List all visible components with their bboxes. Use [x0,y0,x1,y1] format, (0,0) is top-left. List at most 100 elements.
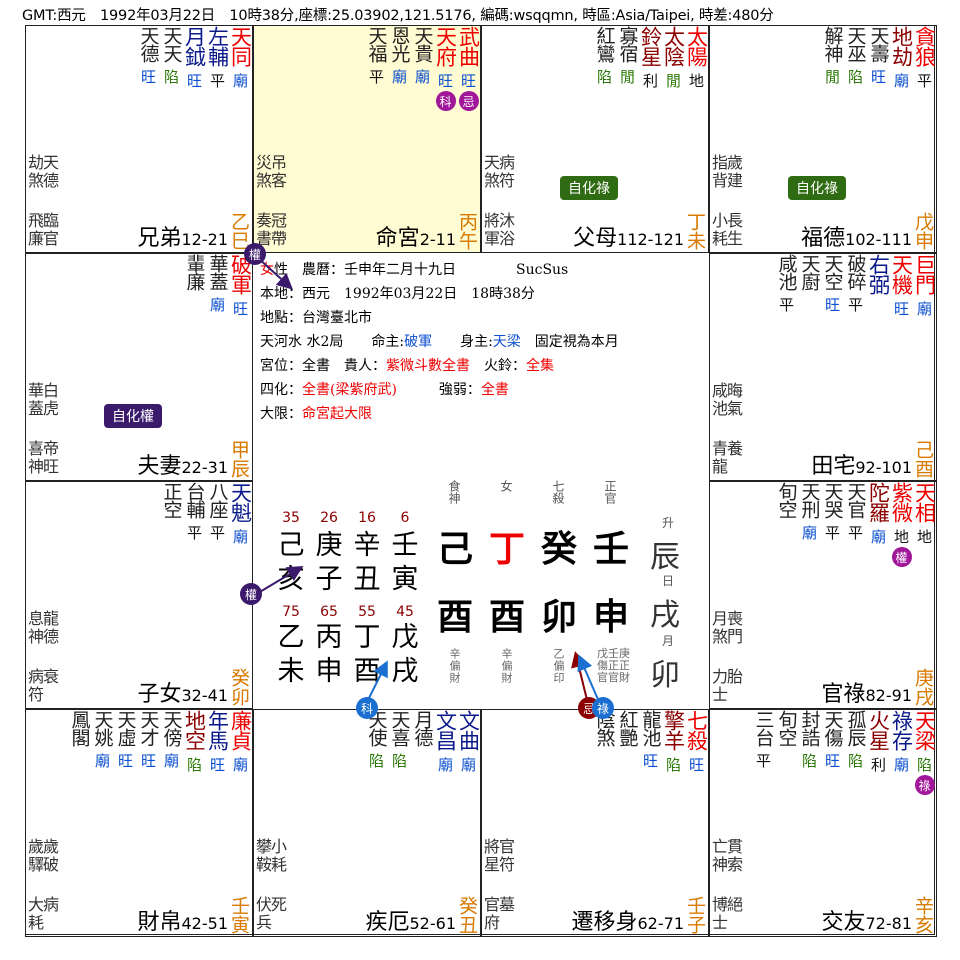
star: 左輔平 [206,26,230,252]
info-line: 宮位：全書 貴人：紫微斗數全書 火鈴：全集 [260,358,554,374]
star-name: 廉貞 [228,710,253,750]
star-name: 天相 [912,482,937,522]
star-name: 文昌 [433,710,458,750]
hidden-stem: 財 [448,672,461,683]
hidden-stem: 偏 [448,660,461,671]
hidden-stem: 偏 [552,660,565,671]
star: 孤辰陷 [844,710,867,936]
star: 天德旺 [137,26,160,252]
star-name: 文曲 [456,710,481,750]
star-brightness: 陷 [596,68,612,86]
dayun-branch: 亥 [277,564,305,595]
star-brightness: 平 [847,296,863,314]
star: 文曲廟 [456,710,481,936]
star-brightness: 廟 [209,296,225,314]
star-brightness: 廟 [391,68,407,86]
star-name: 天德 [137,26,160,62]
star-name: 天空 [821,254,844,290]
pillar-stem: 丁 [489,529,526,570]
star-brightness: 地 [688,72,704,90]
star-brightness: 廟 [460,756,476,774]
star-brightness: 廟 [232,756,248,774]
sihua-badge: 科 [435,91,456,111]
star-name: 祿存 [889,710,914,750]
star-brightness: 平 [368,68,384,86]
star-name: 解神 [821,26,844,62]
star: 咸池平 [775,254,798,480]
star-brightness: 廟 [916,300,932,318]
star: 紅艷 [616,710,639,936]
hidden-stem: 乙 [552,648,565,659]
hidden-stem: 傷正正 [597,659,630,672]
star: 旬空 [775,710,798,936]
ten-god: 七殺 [551,480,565,504]
palace-name: 財帛42-51 [137,910,228,935]
star-brightness: 旺 [186,72,202,90]
star: 擎羊陷 [662,710,686,936]
star-name: 寡宿 [616,26,639,62]
palace-ganzhi: 己酉 [912,440,934,478]
star-name: 天廚 [798,254,821,290]
star-brightness: 陷 [916,756,932,774]
palace-stars: 貪狼平地劫廟天壽旺天巫陷解神閒 [821,26,937,252]
star-brightness: 平 [824,524,840,542]
star: 天巫陷 [844,26,867,252]
star: 七殺旺 [685,710,709,936]
ke-marker: 科 [356,697,378,719]
star-brightness: 旺 [140,752,156,770]
star-name: 天才 [137,710,160,746]
star-name: 龍池 [639,710,662,746]
star: 天壽旺 [867,26,890,252]
star-name: 天刑 [798,482,821,518]
star-brightness: 旺 [209,756,225,774]
star: 旬空 [775,482,798,708]
palace-name: 子女32-41 [137,682,228,707]
star: 天廚 [798,254,821,480]
palace-ganzhi: 甲辰 [228,440,250,478]
star: 火星利 [866,710,891,936]
star-name: 火星 [866,710,891,750]
dayun-stem: 己 [277,530,305,561]
star-name: 恩光 [388,26,411,62]
star: 天才旺 [137,710,160,936]
star-brightness: 平 [778,296,794,314]
star: 天天陷 [160,26,183,252]
dayun-stem: 戊 [391,622,419,653]
star: 輩廉 [183,254,206,480]
info-line: 四化：全書(梁紫府武) 強弱：全書 [260,382,509,398]
star: 年馬旺 [206,710,230,936]
star-name: 地劫 [889,26,914,66]
hidden-stem: 官官財 [597,671,630,684]
star-brightness: 利 [870,756,886,774]
star-name: 天官 [844,482,867,518]
hidden-stem: 偏 [500,660,513,671]
star: 八座平 [206,482,229,708]
dayun-stem: 丙 [315,622,343,653]
palace-ganzhi: 戊申 [912,212,934,250]
star-brightness: 陷 [801,752,817,770]
star-name: 月德 [411,710,434,746]
minor-stars: 攀小鞍耗 [256,837,287,874]
palace-name: 父母112-121 [573,226,684,251]
palace-ganzhi: 壬子 [684,896,706,934]
boshi-stars: 飛臨廉官 [28,211,59,248]
dayun-stem: 庚 [315,530,343,561]
star-brightness: 廟 [893,72,909,90]
star-name: 武曲 [456,26,481,66]
dayun-age: 45 [396,604,414,620]
dayun-branch: 酉 [353,656,381,687]
pillar-branch: 酉 [437,597,474,638]
palace-ganzhi: 庚戌 [912,668,934,706]
dayun-stem: 乙 [277,622,305,653]
star: 三台平 [752,710,775,936]
info-line: 天河水 水2局 命主:破軍 身主:天梁 固定視為本月 [260,334,619,350]
star-brightness: 廟 [232,72,248,90]
palace-stars: 太陽地太陰閒鈴星利寡宿閒紅鸞陷 [593,26,709,252]
star: 天官平 [844,482,867,708]
